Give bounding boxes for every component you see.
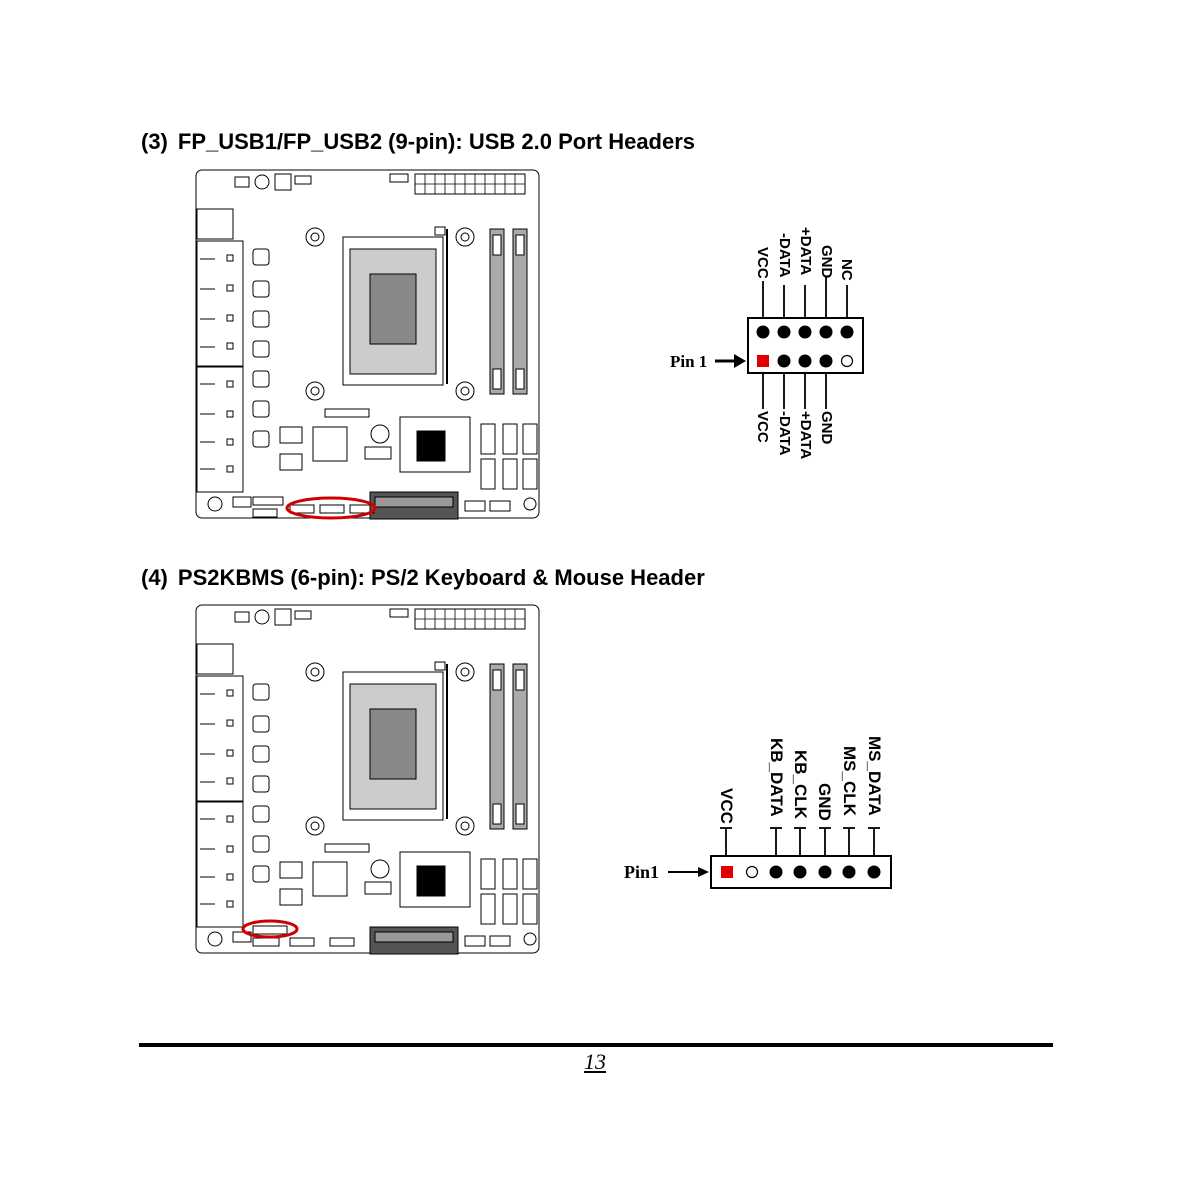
ps2-pin: [769, 865, 783, 879]
motherboard-diagram-usb: [195, 169, 540, 526]
usb-pin: [798, 325, 812, 339]
ps2-header-highlight: [241, 919, 299, 939]
ps2-label-4: GND: [815, 783, 834, 821]
usb-pin: [777, 354, 791, 368]
section-4-heading: (4) PS2KBMS (6-pin): PS/2 Keyboard & Mous…: [141, 565, 705, 591]
usb-bottom-label-1: VCC: [754, 411, 771, 443]
usb-pin: [777, 325, 791, 339]
usb-pin: [798, 354, 812, 368]
section-4-number: (4): [141, 565, 168, 590]
section-3-heading: (3) FP_USB1/FP_USB2 (9-pin): USB 2.0 Port…: [141, 129, 695, 155]
usb-top-label-4: GND: [818, 245, 835, 279]
usb-pin1-label: Pin 1: [670, 352, 707, 371]
usb-header-pinout: VCC -DATA +DATA GND NC VCC -DATA +DATA G…: [660, 225, 900, 475]
usb-pin-1: [757, 355, 769, 367]
ps2-pin: [867, 865, 881, 879]
usb-pin: [819, 354, 833, 368]
ps2-pin: [793, 865, 807, 879]
ps2-label-3: KB_CLK: [791, 750, 810, 820]
ps2-pin-empty: [745, 865, 759, 879]
usb-pin: [819, 325, 833, 339]
usb-pin: [756, 325, 770, 339]
section-3-title: FP_USB1/FP_USB2 (9-pin): USB 2.0 Port He…: [177, 129, 696, 154]
usb-header-highlight: [285, 496, 377, 520]
page-number: 13: [584, 1049, 606, 1074]
motherboard-diagram-ps2: [195, 604, 540, 961]
ps2-label-6: MS_DATA: [865, 736, 884, 816]
ps2-label-2: KB_DATA: [767, 738, 786, 817]
ps2-pin: [842, 865, 856, 879]
ps2-pin-1: [721, 866, 733, 878]
usb-pin-empty: [840, 354, 854, 368]
usb-top-label-3: +DATA: [797, 227, 814, 275]
section-3-number: (3): [141, 129, 168, 154]
section-4-title: PS2KBMS (6-pin): PS/2 Keyboard & Mouse H…: [177, 565, 705, 590]
ps2-pin: [818, 865, 832, 879]
footer-rule: [139, 1043, 1053, 1047]
usb-pin: [840, 325, 854, 339]
usb-bottom-label-3: +DATA: [797, 411, 814, 459]
usb-top-label-2: -DATA: [776, 233, 793, 278]
ps2-label-5: MS_CLK: [840, 746, 859, 817]
ps2-header-pinout: VCC KB_DATA KB_CLK GND MS_CLK MS_DATA: [620, 728, 910, 898]
usb-bottom-label-4: GND: [818, 411, 835, 445]
ps2-label-1: VCC: [717, 788, 736, 824]
usb-top-label-5: NC: [838, 259, 855, 281]
ps2-pin1-label: Pin1: [624, 862, 659, 882]
usb-top-label-1: VCC: [754, 247, 771, 279]
usb-bottom-label-2: -DATA: [776, 411, 793, 456]
